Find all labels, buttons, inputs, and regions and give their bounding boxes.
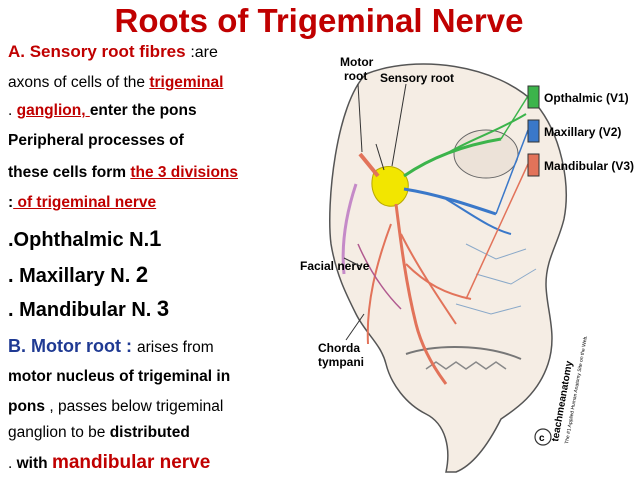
sensory-colon-6: : bbox=[8, 194, 14, 211]
division-2-num: 2 bbox=[135, 262, 149, 287]
v2-nerve bbox=[403, 187, 497, 216]
v1-swatch bbox=[527, 85, 540, 109]
vessel-mesh bbox=[455, 243, 537, 315]
sensory-tail-3: enter the pons bbox=[89, 102, 197, 119]
motor-distributed: distributed bbox=[109, 424, 190, 441]
motor-text-4: ganglion to be bbox=[8, 424, 110, 441]
division-ophthalmic: .Ophthalmic N.1 bbox=[8, 226, 161, 252]
ganglion-link[interactable]: ganglion, bbox=[16, 102, 90, 119]
chorda-label-2: tympani bbox=[318, 355, 364, 369]
teeth-shape bbox=[425, 361, 507, 370]
sensory-text-5: these cells form bbox=[8, 164, 131, 181]
sensory-line-2: axons of cells of the trigeminal bbox=[8, 74, 223, 92]
motor-heading-line: B. Motor root : arises from bbox=[8, 336, 214, 357]
sensory-heading: A. Sensory root fibres bbox=[8, 42, 191, 61]
facial-nerve-shape bbox=[341, 183, 358, 275]
motor-root-label-1: Motor bbox=[340, 55, 374, 69]
division-2-text: . Maxillary N. bbox=[8, 265, 136, 287]
legend-v2-label: Maxillary (V2) bbox=[544, 125, 621, 139]
mandibular-nerve-text: mandibular nerve bbox=[51, 452, 211, 473]
v3-leader bbox=[465, 163, 529, 300]
v3-swatch bbox=[527, 153, 540, 177]
sensory-dot-3: . bbox=[8, 102, 17, 119]
motor-with: with bbox=[16, 455, 52, 472]
division-1-num: 1 bbox=[149, 226, 162, 251]
sensory-line-5: these cells form the 3 divisions bbox=[8, 164, 238, 182]
legend-v3-label: Mandibular (V3) bbox=[544, 159, 634, 173]
trigeminal-figure: Opthalmic (V1) Maxillary (V2) Mandibular… bbox=[296, 44, 636, 476]
v3-branch-3 bbox=[366, 223, 392, 345]
division-3-num: 3 bbox=[156, 296, 170, 321]
trigeminal-link[interactable]: trigeminal bbox=[149, 74, 224, 91]
orbit-shape bbox=[453, 129, 519, 179]
motor-line-5: . with mandibular nerve bbox=[8, 452, 210, 474]
v1-branch bbox=[445, 113, 527, 155]
v2-leader bbox=[495, 129, 529, 215]
sensory-root-pointer bbox=[375, 143, 385, 171]
motor-root-stalk bbox=[358, 152, 380, 178]
sensory-heading-tail: :are bbox=[190, 44, 218, 61]
sensory-line-3: . ganglion, enter the pons bbox=[8, 102, 197, 120]
chorda-pointer bbox=[345, 313, 365, 341]
motor-heading-tail: arises from bbox=[136, 339, 214, 356]
motor-root-label-2: root bbox=[344, 69, 367, 83]
sensory-root-label: Sensory root bbox=[380, 71, 454, 85]
v3-nerve bbox=[394, 203, 448, 385]
division-maxillary: . Maxillary N. 2 bbox=[8, 262, 148, 288]
chorda-label-1: Chorda bbox=[318, 341, 360, 355]
v1-leader bbox=[500, 95, 529, 140]
motor-heading: B. Motor root : bbox=[8, 336, 137, 356]
v3-branch-2 bbox=[405, 263, 472, 300]
division-1-text: .Ophthalmic N. bbox=[8, 229, 150, 251]
motor-pons: pons bbox=[8, 398, 46, 415]
v2-swatch bbox=[527, 119, 540, 143]
sensory-line-6: : of trigeminal nerve bbox=[8, 194, 156, 212]
motor-tail-3: , passes below trigeminal bbox=[45, 398, 224, 415]
division-3-text: . Mandibular N. bbox=[8, 299, 157, 321]
legend-v1-label: Opthalmic (V1) bbox=[544, 91, 629, 105]
motor-line-3: pons , passes below trigeminal bbox=[8, 398, 223, 416]
v2-branch bbox=[445, 198, 512, 235]
trigeminal-nerve-link[interactable]: of trigeminal nerve bbox=[13, 194, 157, 211]
sensory-line-4: Peripheral processes of bbox=[8, 132, 184, 149]
anatomy-illustration: Opthalmic (V1) Maxillary (V2) Mandibular… bbox=[300, 55, 634, 473]
division-mandibular: . Mandibular N. 3 bbox=[8, 296, 169, 322]
sensory-heading-line: A. Sensory root fibres :are bbox=[8, 42, 218, 62]
sensory-text-2: axons of cells of the bbox=[8, 74, 150, 91]
facial-nerve-pointer bbox=[343, 257, 361, 267]
trigeminal-ganglion bbox=[371, 166, 409, 207]
slide-title: Roots of Trigeminal Nerve bbox=[114, 2, 524, 39]
jaw-line bbox=[405, 346, 522, 360]
v3-branch-1 bbox=[400, 233, 457, 325]
chorda-tympani-shape bbox=[357, 243, 402, 310]
copyright-glyph: c bbox=[539, 433, 545, 444]
sensory-root-line bbox=[391, 83, 407, 167]
motor-line-2: motor nucleus of trigeminal in bbox=[8, 368, 231, 385]
copyright-icon bbox=[534, 428, 552, 446]
three-divisions-link[interactable]: the 3 divisions bbox=[130, 164, 238, 181]
motor-dot-5: . bbox=[8, 455, 17, 472]
motor-line-4: ganglion to be distributed bbox=[8, 424, 190, 442]
v1-nerve bbox=[403, 137, 502, 178]
motor-root-pointer bbox=[357, 83, 363, 153]
